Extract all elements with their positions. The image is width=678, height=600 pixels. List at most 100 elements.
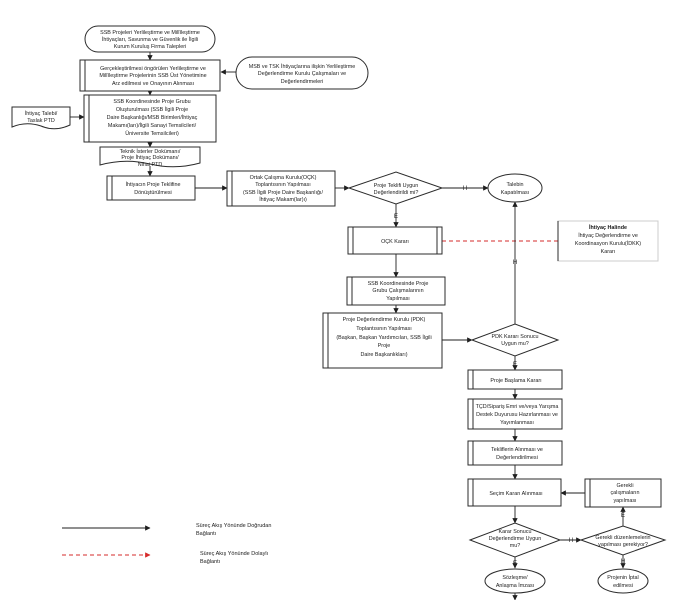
node-project-group-process: SSB Koordinesinde Proje Grubu Oluşturulm… (83, 94, 217, 143)
node-close-request-line-2: Kapatılması (501, 190, 529, 196)
node-proposal-conversion-line-2: Dönüştürülmesi (134, 190, 171, 196)
node-cancel-line-1: Projenin İptal (607, 574, 638, 581)
legend-indirect-line-2: Bağlantı (200, 559, 220, 565)
node-technical-docs-line-2: Proje İhtiyaç Dokümanı/ (121, 154, 179, 161)
node-requests-terminator: SSB Projeleri Yerlileştirme ve Millîleşt… (84, 25, 216, 53)
edges (70, 52, 626, 600)
node-group-work-line-1: SSB Koordinesinde Proje (368, 281, 429, 287)
node-selection-line-1: Seçim Kararı Alınması (489, 491, 542, 497)
node-msb-evaluation-terminator: MSB ve TSK İhtiyaçlarına ilişkin Yerlile… (235, 56, 369, 90)
node-proposal-conversion-process: İhtiyacın Proje Teklifine Dönüştürülmesi (106, 175, 196, 201)
node-announcement-line-3: Yayımlanması (500, 420, 534, 426)
node-contract-line-2: Anlaşma İmzası (496, 582, 534, 589)
edge-label-n15-n10: H (513, 260, 517, 266)
node-pdk-meeting-line-5: Daire Başkanlıkları) (360, 352, 407, 358)
edge-labels: H E H E H E E H (394, 186, 625, 567)
node-close-request-line-1: Talebin (506, 182, 523, 188)
edge-label-n22-n20: E (621, 513, 625, 519)
node-need-request-line-1: İhtiyaç Talebi/ (25, 110, 58, 117)
node-pdk-meeting-line-4: Proje (378, 343, 391, 349)
node-cancel-terminator: Projenin İptal edilmesi (597, 568, 649, 594)
node-project-group-line-3: Daire Başkanlığı/MSB Birimleri/İhtiyaç (107, 114, 198, 121)
node-group-work-line-3: Yapılması (386, 296, 410, 302)
node-need-request-line-2: Taslak PTD (27, 118, 55, 124)
node-ock-meeting-line-1: Ortak Çalışma Kurulu(OÇK) (250, 175, 317, 181)
edge-label-n15-n16: E (513, 362, 517, 368)
node-proposal-decision-line-1: Proje Teklifi Uygun (374, 183, 419, 189)
node-technical-docs-document: Teknik İsterler Dokümanı/ Proje İhtiyaç … (99, 146, 201, 168)
node-idkk-line-2: Koordinasyon Kurulu(İDKK) (575, 240, 641, 247)
node-ock-meeting-process: Ortak Çalışma Kurulu(OÇK) Toplantısının … (226, 170, 336, 207)
node-project-start-process: Proje Başlama Kararı (467, 369, 563, 390)
node-required-work-line-3: yapılması (613, 498, 636, 504)
node-pdk-meeting-line-2: Toplantısının Yapılması (356, 326, 412, 332)
node-group-work-process: SSB Koordinesinde Proje Grubu Çalışmalar… (346, 276, 446, 306)
node-adjustment-decision-line-2: yapılması gerekiyor? (598, 542, 648, 548)
node-pdk-decision-line-1: PDK Kararı Sonucu (491, 334, 538, 340)
node-approval-line-2: Millîleştirme Projelerinin SSB Üst Yönet… (99, 72, 206, 79)
edge-label-n21-n22: H (569, 538, 573, 544)
node-pdk-meeting-line-3: (Başkan, Başkan Yardımcıları, SSB İlgili (336, 334, 431, 341)
node-ock-meeting-line-3: (SSB İlgili Proje Daire Başkanlığı/ (243, 189, 323, 196)
node-required-work-process: Gerekli çalışmaların yapılması (584, 478, 662, 508)
node-adjustment-decision-line-1: Gerekli düzenlemelerin (595, 535, 650, 541)
node-pdk-meeting-process: Proje Değerlendirme Kurulu (PDK) Toplant… (322, 312, 443, 369)
node-required-work-line-1: Gerekli (616, 483, 633, 489)
node-idkk-decision: İhtiyaç Halinde İhtiyaç Değerlendirme ve… (557, 220, 659, 262)
nodes: SSB Projeleri Yerlileştirme ve Millîleşt… (11, 25, 667, 594)
node-need-request-document: İhtiyaç Talebi/ Taslak PTD (11, 106, 71, 130)
node-proposal-conversion-line-1: İhtiyacın Proje Teklifine (125, 181, 180, 188)
node-evaluation-decision-line-1: Karar Sonucu (499, 529, 532, 535)
node-proposal-decision: Proje Teklifi Uygun Değerlendirildi mi? (347, 171, 444, 205)
legend-indirect-line-1: Süreç Akış Yönünde Dolaylı (200, 551, 268, 557)
node-ock-meeting-line-2: Toplantısının Yapılması (255, 182, 311, 188)
edge-label-n22-n24: H (621, 559, 625, 565)
edge-label-n9-n11: E (394, 214, 398, 220)
legend: Süreç Akış Yönünde Doğrudan Bağlantı Sür… (62, 523, 271, 565)
node-offers-line-1: Tekliflerin Alınması ve (491, 447, 543, 453)
node-announcement-line-1: TÇD/Sipariş Emri ve/veya Yarışma (476, 404, 559, 410)
node-project-group-line-2: Oluşturulması (SSB İlgili Proje (116, 106, 188, 113)
node-contract-terminator: Sözleşme/ Anlaşma İmzası (484, 568, 546, 594)
node-idkk-title: İhtiyaç Halinde (589, 224, 627, 231)
node-pdk-decision: PDK Kararı Sonucu Uygun mu? (470, 323, 560, 357)
node-requests-line-2: İhtiyaçları, Savunma ve Güvenlik ile İlg… (102, 36, 198, 43)
node-evaluation-decision: Karar Sonucu Değerlendirme Uygun mu? (468, 522, 562, 558)
legend-direct-line-2: Bağlantı (196, 531, 216, 537)
node-cancel-line-2: edilmesi (613, 583, 633, 589)
node-idkk-line-3: Kararı (601, 249, 616, 255)
node-evaluation-decision-line-2: Değerlendirme Uygun (489, 536, 541, 542)
node-requests-line-1: SSB Projeleri Yerlileştirme ve Millîleşt… (100, 30, 200, 36)
node-technical-docs-line-1: Teknik İsterler Dokümanı/ (120, 148, 181, 155)
node-pdk-meeting-line-1: Proje Değerlendirme Kurulu (PDK) (343, 317, 426, 323)
node-approval-line-3: Arz edilmesi ve Onayının Alınması (112, 81, 194, 87)
node-required-work-line-2: çalışmaların (610, 490, 639, 496)
node-offers-process: Tekliflerin Alınması ve Değerlendirilmes… (467, 440, 563, 466)
edge-label-n9-n10: H (463, 186, 467, 192)
node-ock-meeting-line-4: İhtiyaç Makam(lar)ı) (259, 196, 307, 203)
node-proposal-decision-line-2: Değerlendirildi mi? (374, 190, 419, 196)
node-ock-decision-process: OÇK Kararı (347, 226, 443, 255)
node-msb-line-3: Değerlendirmeleri (281, 79, 324, 85)
node-close-request-terminator: Talebin Kapatılması (487, 173, 543, 203)
node-evaluation-decision-line-3: mu? (510, 543, 521, 549)
node-announcement-process: TÇD/Sipariş Emri ve/veya Yarışma Destek … (467, 398, 563, 430)
node-idkk-line-1: İhtiyaç Değerlendirme ve (578, 232, 638, 239)
legend-direct-line-1: Süreç Akış Yönünde Doğrudan (196, 523, 271, 529)
node-msb-line-2: Değerlendirme Kurulu Çalışmaları ve (258, 71, 346, 77)
node-project-start-line-1: Proje Başlama Kararı (490, 378, 541, 384)
node-adjustment-decision: Gerekli düzenlemelerin yapılması gerekiy… (579, 525, 667, 556)
node-offers-line-2: Değerlendirilmesi (496, 455, 538, 461)
node-pdk-decision-line-2: Uygun mu? (501, 341, 529, 347)
node-ock-decision-line-1: OÇK Kararı (381, 239, 409, 245)
node-project-group-line-5: Üniversite Temsilcileri) (125, 130, 179, 137)
node-group-work-line-2: Grubu Çalışmalarının (372, 288, 423, 294)
node-selection-process: Seçim Kararı Alınması (467, 478, 562, 507)
edge-label-n21-n23: E (513, 561, 517, 567)
node-requests-line-3: Kurum Kuruluş Firma Talepleri (114, 44, 186, 50)
node-announcement-line-2: Destek Duyurusu Hazırlanması ve (476, 412, 558, 418)
node-technical-docs-line-3: Nihai PTD (138, 162, 163, 168)
node-project-group-line-1: SSB Koordinesinde Proje Grubu (113, 99, 190, 105)
node-approval-line-1: Gerçekleştirilmesi öngörülen Yerlileştir… (100, 66, 206, 72)
